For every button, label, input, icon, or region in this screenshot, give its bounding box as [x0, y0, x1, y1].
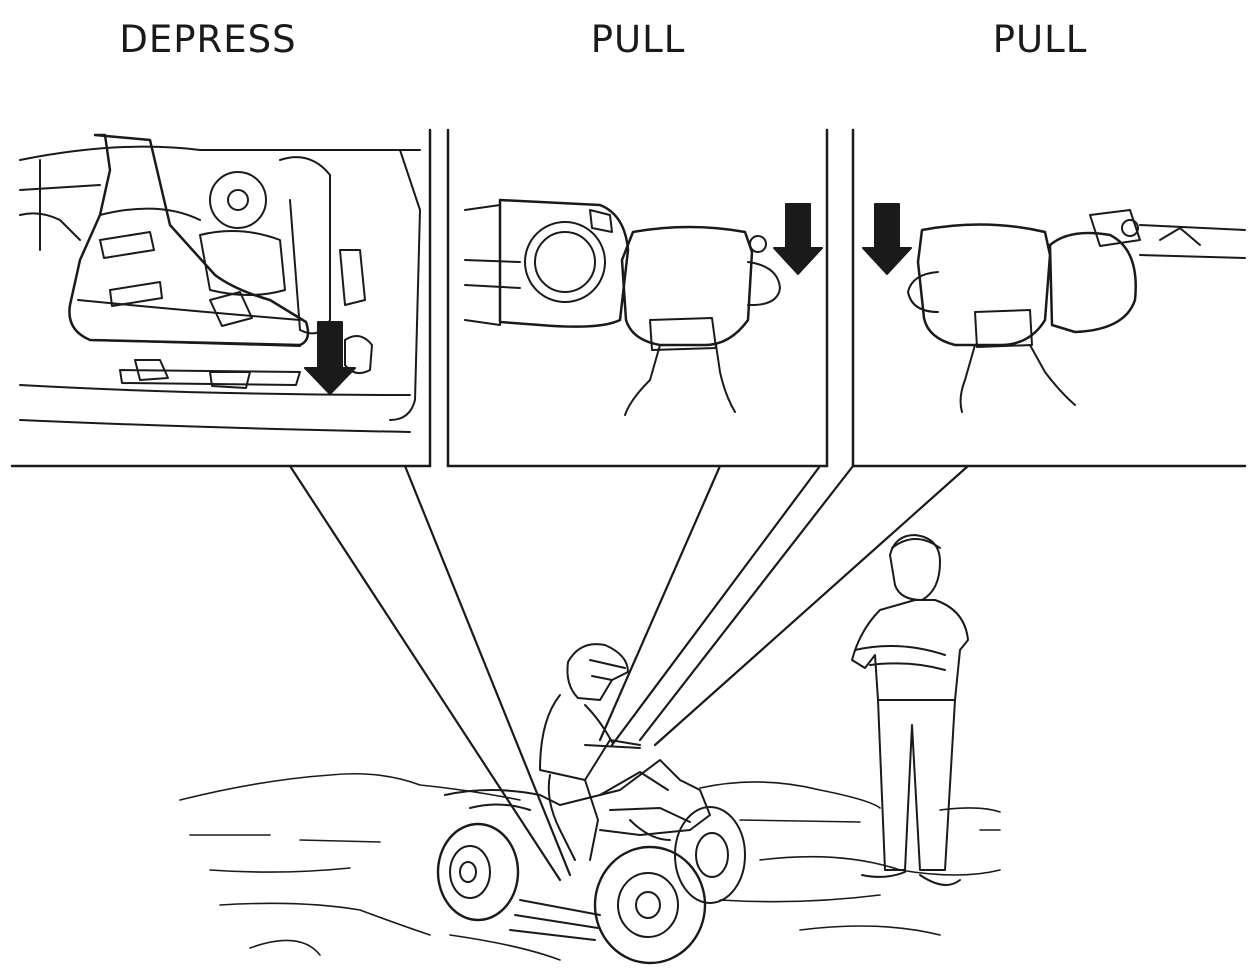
down-arrow-icon: [862, 203, 912, 275]
callout-lines: [288, 464, 970, 882]
label-pull-front: PULL: [590, 18, 686, 61]
panel-front-brake-lever: [446, 128, 829, 468]
terrain: [179, 772, 1001, 961]
label-depress: DEPRESS: [119, 18, 297, 61]
down-arrow-icon: [304, 321, 356, 395]
atv-rider: [436, 643, 746, 965]
standing-supervisor: [851, 534, 969, 886]
down-arrow-icon: [773, 203, 823, 275]
label-pull-rear: PULL: [992, 18, 1088, 61]
panel-rear-brake-lever: [851, 128, 1247, 468]
panel-brake-pedal: [10, 128, 432, 468]
